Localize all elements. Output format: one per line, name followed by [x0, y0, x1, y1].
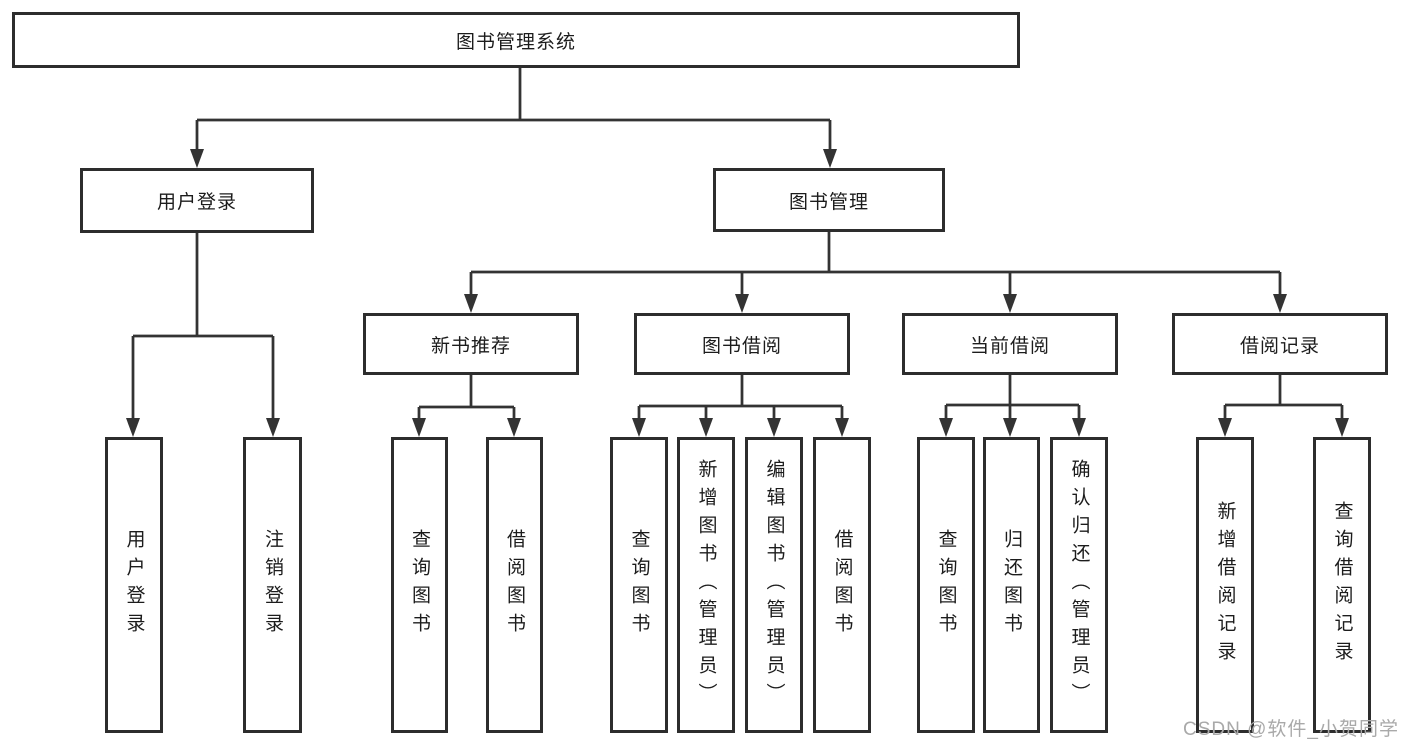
- leaf-borrow-borrow-books: 借阅图书: [813, 437, 871, 733]
- branch-book-borrow: [632, 375, 849, 437]
- leaf-label: 编辑图书（管理员）: [763, 459, 785, 711]
- node-label: 图书管理系统: [455, 31, 576, 53]
- leaf-label: 新增借阅记录: [1214, 501, 1236, 669]
- branch-user-login: [126, 233, 280, 437]
- leaf-recommend-query-books: 查询图书: [391, 437, 448, 733]
- node-label: 图书管理: [788, 191, 869, 213]
- node-label: 新书推荐: [430, 335, 511, 357]
- leaf-label: 用户登录: [123, 529, 145, 641]
- leaf-label: 借阅图书: [504, 529, 525, 641]
- leaf-borrow-add-books-admin: 新增图书（管理员）: [677, 437, 735, 733]
- node-library-management-system: 图书管理系统: [12, 12, 1020, 68]
- leaf-borrow-edit-books-admin: 编辑图书（管理员）: [745, 437, 803, 733]
- csdn-watermark: CSDN @软件_小贺同学: [1183, 719, 1399, 740]
- leaf-label: 借阅图书: [831, 529, 853, 641]
- leaf-current-confirm-return-admin: 确认归还（管理员）: [1050, 437, 1108, 733]
- node-label: 当前借阅: [969, 335, 1050, 357]
- leaf-user-login: 用户登录: [105, 437, 163, 733]
- leaf-label: 查询图书: [628, 529, 650, 641]
- leaf-label: 查询图书: [409, 529, 430, 641]
- leaf-current-return-books: 归还图书: [983, 437, 1040, 733]
- leaf-label: 归还图书: [1001, 529, 1022, 641]
- leaf-label: 查询借阅记录: [1331, 501, 1353, 669]
- leaf-label: 新增图书（管理员）: [695, 459, 717, 711]
- leaf-label: 查询图书: [935, 529, 957, 641]
- leaf-label: 确认归还（管理员）: [1068, 459, 1090, 711]
- node-label: 用户登录: [156, 192, 237, 213]
- node-borrow-records: 借阅记录: [1172, 313, 1388, 375]
- branch-book-management: [464, 232, 1287, 313]
- branch-current-borrow: [939, 375, 1086, 437]
- node-book-management: 图书管理: [713, 168, 945, 232]
- node-user-login: 用户登录: [80, 168, 314, 233]
- branch-borrow-records: [1218, 375, 1349, 437]
- leaf-borrow-query-books: 查询图书: [610, 437, 668, 733]
- node-label: 图书借阅: [701, 335, 782, 357]
- leaf-records-add-record: 新增借阅记录: [1196, 437, 1254, 733]
- leaf-recommend-borrow-books: 借阅图书: [486, 437, 543, 733]
- leaf-logout: 注销登录: [243, 437, 302, 733]
- node-label: 借阅记录: [1239, 335, 1320, 357]
- node-book-borrow: 图书借阅: [634, 313, 850, 375]
- branch-root: [190, 68, 837, 168]
- leaf-label: 注销登录: [262, 529, 283, 641]
- leaf-records-query-record: 查询借阅记录: [1313, 437, 1371, 733]
- node-current-borrow: 当前借阅: [902, 313, 1118, 375]
- leaf-current-query-books: 查询图书: [917, 437, 975, 733]
- branch-new-book-recommend: [412, 375, 521, 437]
- node-new-book-recommend: 新书推荐: [363, 313, 579, 375]
